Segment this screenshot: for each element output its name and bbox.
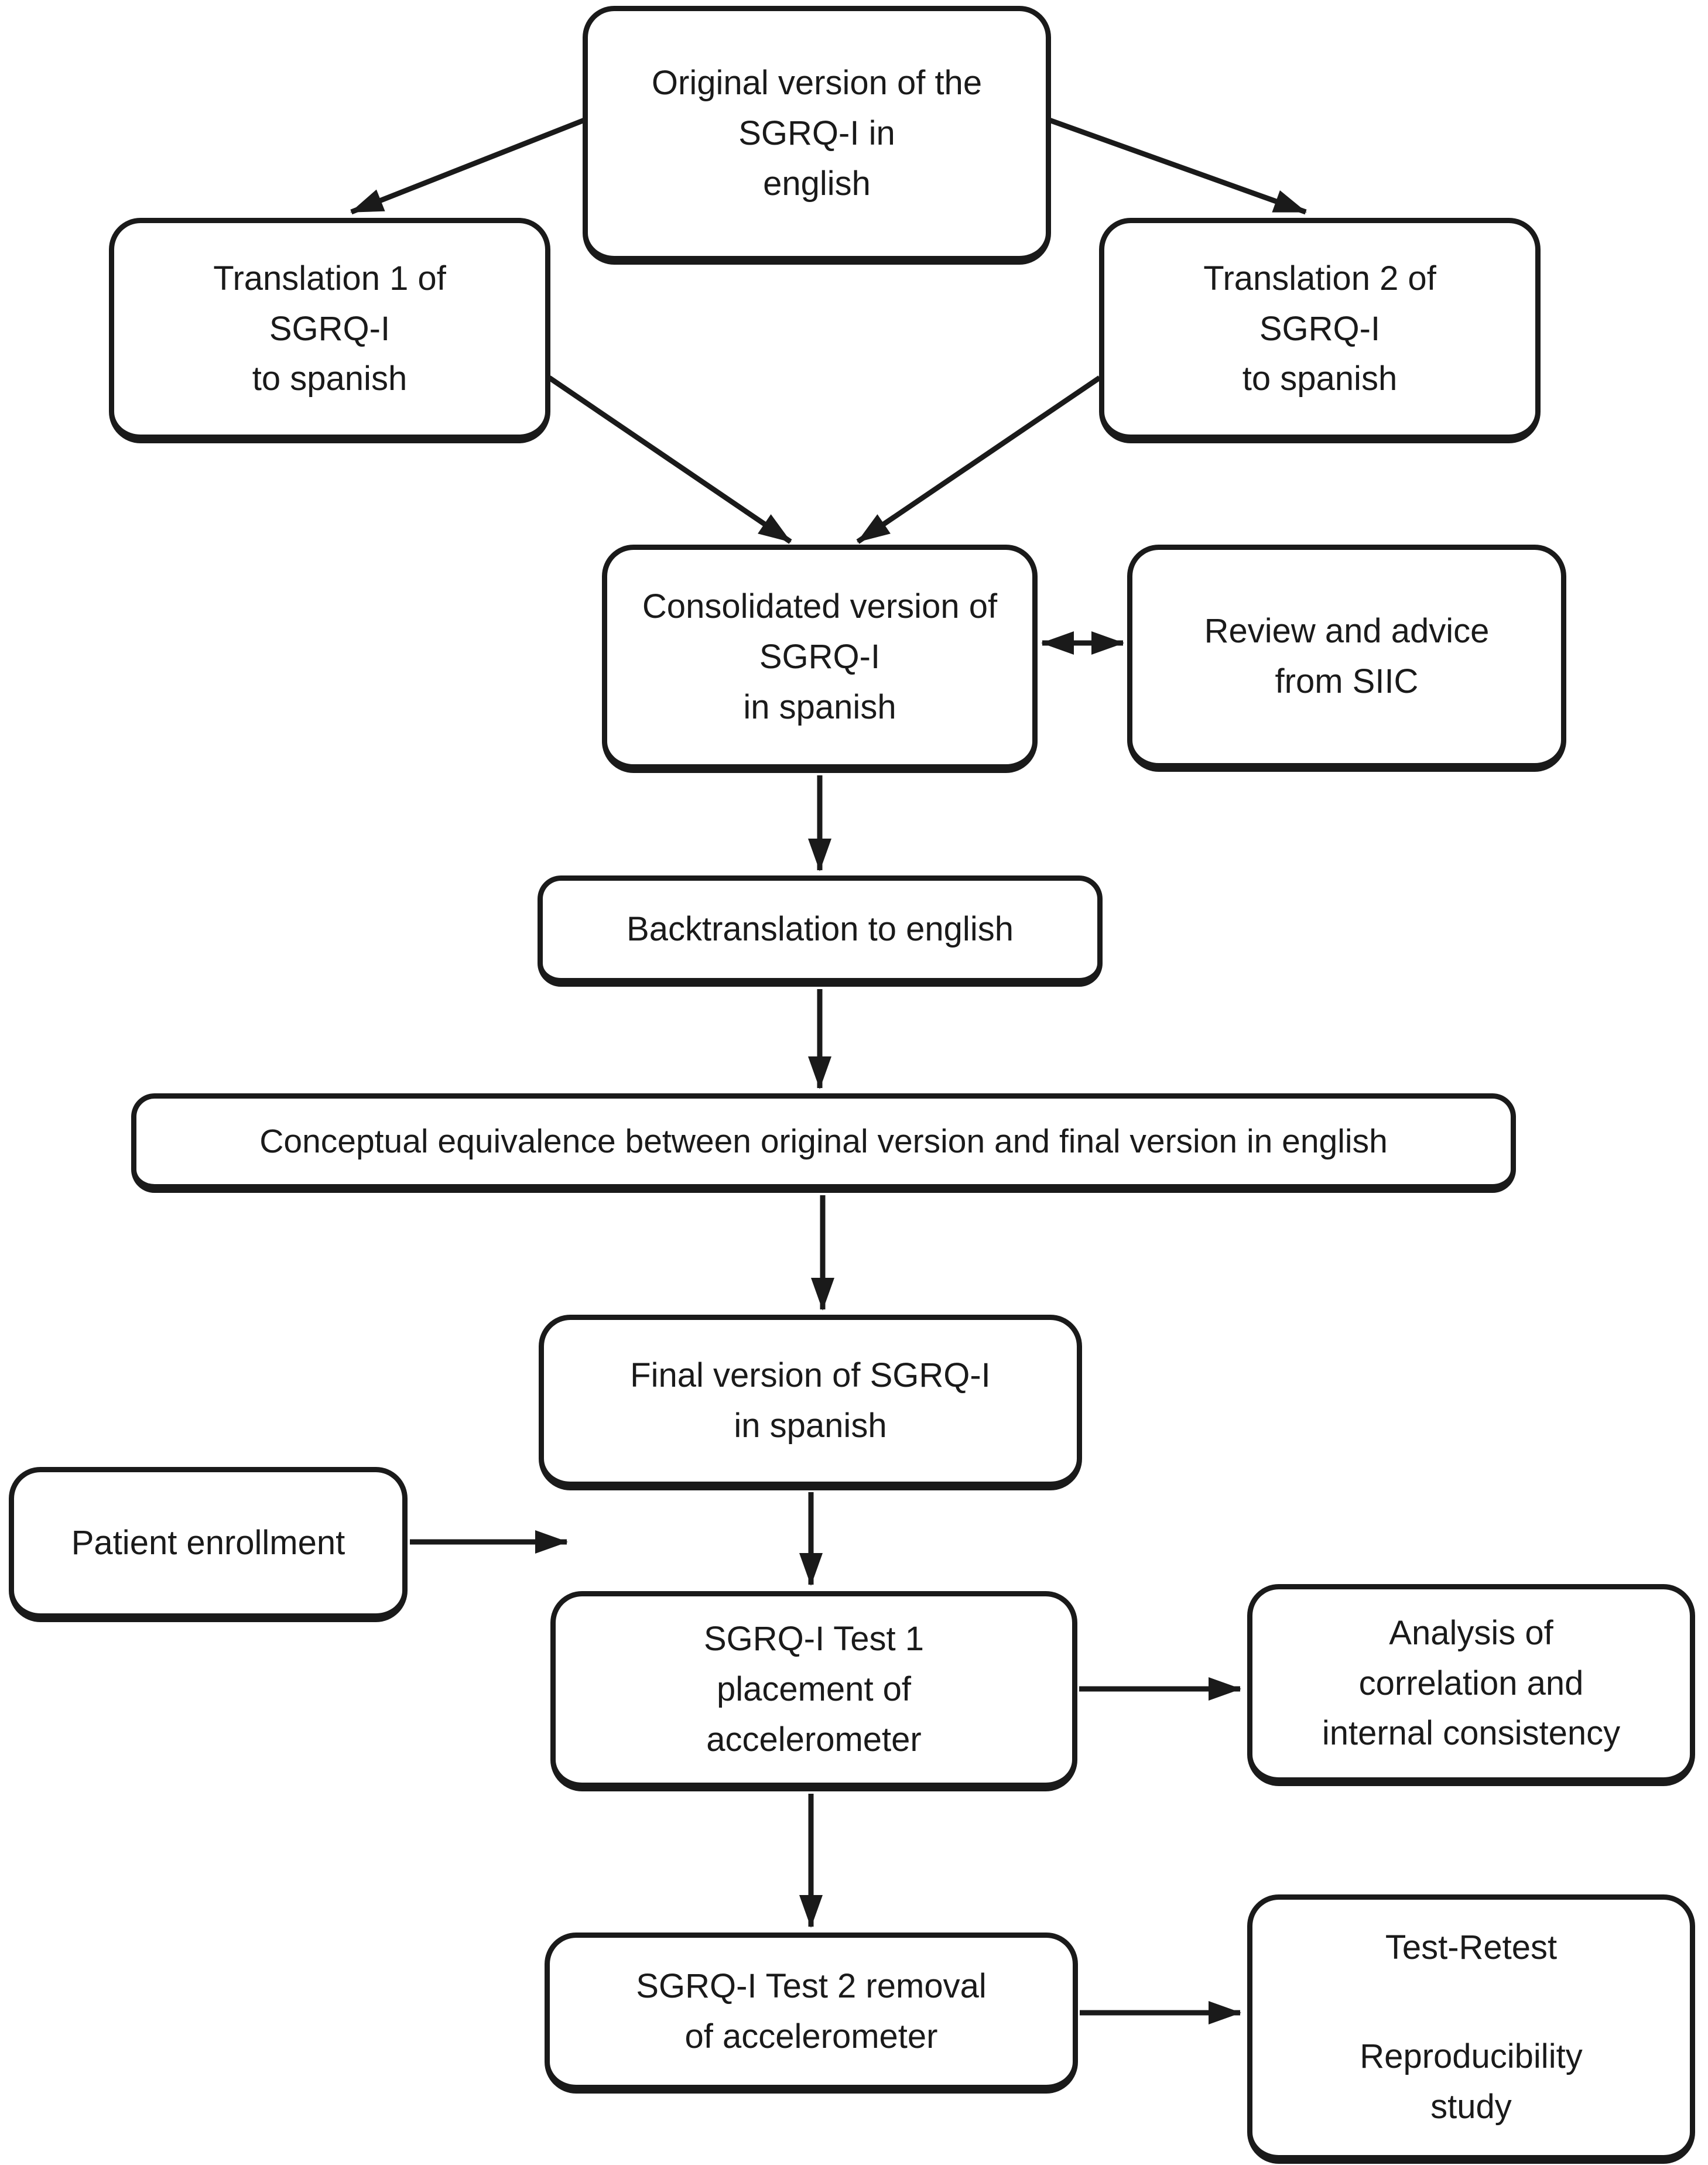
node-text-line: Final version of SGRQ-I xyxy=(630,1356,991,1395)
node-text-line: Translation 2 of xyxy=(1203,259,1436,297)
node-text-line: Consolidated version of xyxy=(642,587,998,626)
node-text-line: of accelerometer xyxy=(684,2017,938,2055)
node-test2: SGRQ-I Test 2 removal of accelerometer xyxy=(545,1933,1078,2094)
node-text-line: english xyxy=(763,164,871,203)
node-text-line: SGRQ-I xyxy=(1259,309,1381,348)
node-text-line: SGRQ-I xyxy=(759,638,881,676)
test-retest-label-block: Test-Retest xyxy=(1385,1923,1557,1973)
node-text-line: in spanish xyxy=(734,1407,887,1445)
node-text-line: SGRQ-I Test 1 xyxy=(703,1620,925,1658)
reproducibility-label-block: Reproducibility study xyxy=(1360,2031,1582,2132)
node-test1: SGRQ-I Test 1 placement of accelerometer xyxy=(550,1591,1077,1791)
node-text-line: accelerometer xyxy=(706,1720,922,1759)
node-text-line: correlation and xyxy=(1358,1664,1584,1702)
node-final-version: Final version of SGRQ-I in spanish xyxy=(539,1315,1082,1490)
node-backtranslation: Backtranslation to english xyxy=(538,875,1103,987)
node-text-line: study xyxy=(1430,2087,1512,2126)
node-siic-review: Review and advice from SIIC xyxy=(1127,545,1566,772)
node-consolidated-version: Consolidated version of SGRQ-I in spanis… xyxy=(602,545,1038,773)
node-text-line: Original version of the xyxy=(651,64,983,102)
node-translation1: Translation 1 of SGRQ-I to spanish xyxy=(109,218,550,443)
node-original-version: Original version of the SGRQ-I in englis… xyxy=(583,6,1051,265)
node-text-line: internal consistency xyxy=(1322,1714,1621,1753)
node-text-line: Conceptual equivalence between original … xyxy=(259,1122,1388,1160)
node-text-line: to spanish xyxy=(1242,360,1398,398)
node-text-line: Test-Retest xyxy=(1385,1928,1558,1967)
node-text-line: Translation 1 of xyxy=(213,259,446,297)
node-translation2: Translation 2 of SGRQ-I to spanish xyxy=(1099,218,1541,443)
node-text-line: Analysis of xyxy=(1389,1613,1553,1652)
node-text-line: SGRQ-I xyxy=(269,309,391,348)
node-text-line: Review and advice xyxy=(1204,612,1490,651)
arrow-translation1-to-consolidated xyxy=(547,375,792,544)
node-patient-enrollment: Patient enrollment xyxy=(9,1467,408,1622)
arrow-translation2-to-consolidated xyxy=(856,375,1101,544)
node-text-line: Backtranslation to english xyxy=(627,910,1014,949)
node-conceptual-equivalence: Conceptual equivalence between original … xyxy=(131,1093,1516,1193)
node-text-line: from SIIC xyxy=(1275,662,1419,700)
node-test-retest: Test-Retest Reproducibility study xyxy=(1247,1894,1695,2164)
node-text-line: Reproducibility xyxy=(1360,2037,1583,2076)
arrow-original-to-translation1 xyxy=(350,117,586,215)
node-analysis: Analysis of correlation and internal con… xyxy=(1247,1584,1695,1786)
node-text-line: placement of xyxy=(716,1670,912,1709)
node-text-line: SGRQ-I in xyxy=(738,114,895,153)
node-text-line: to spanish xyxy=(252,360,408,398)
node-text-line: SGRQ-I Test 2 removal xyxy=(636,1966,987,2005)
node-text-line: in spanish xyxy=(743,688,896,726)
arrow-original-to-translation2 xyxy=(1048,117,1307,215)
node-text-line: Patient enrollment xyxy=(71,1523,345,1562)
